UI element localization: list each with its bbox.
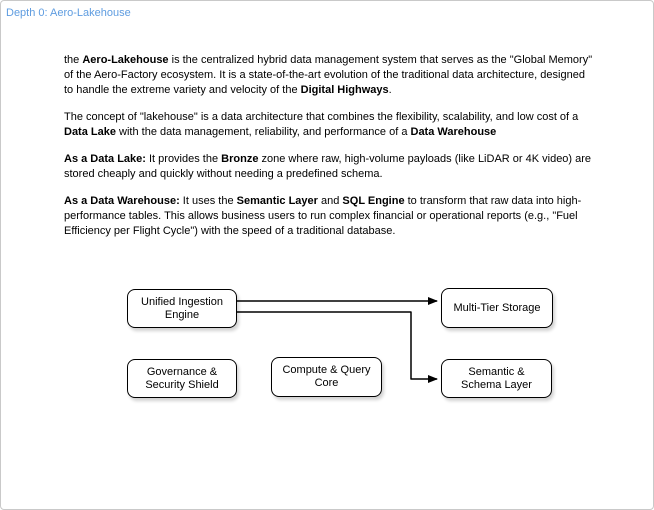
text-run-bold: Bronze [221, 153, 259, 165]
text-run: It uses the [179, 195, 237, 207]
node-multi-tier-storage: Multi-Tier Storage [441, 288, 553, 328]
paragraph-intro: the Aero-Lakehouse is the centralized hy… [64, 53, 595, 98]
document-body: the Aero-Lakehouse is the centralized hy… [64, 53, 595, 251]
text-run: with the data management, reliability, a… [115, 126, 411, 138]
text-run-bold: As a Data Lake: [64, 153, 146, 165]
paragraph-data-warehouse: As a Data Warehouse: It uses the Semanti… [64, 194, 595, 239]
text-run-bold: Data Warehouse [410, 126, 497, 138]
text-run-bold: Aero-Lakehouse [82, 54, 169, 66]
text-run-bold: As a Data Warehouse: [64, 195, 180, 207]
text-run: is the centralized hybrid data managemen… [64, 54, 593, 96]
text-run-bold: SQL Engine [342, 195, 405, 207]
text-run-bold: Semantic Layer [236, 195, 318, 207]
node-governance-security-shield: Governance & Security Shield [127, 359, 237, 398]
text-run: It provides the [145, 153, 222, 165]
text-run: The concept of "lakehouse" is a data arc… [64, 111, 579, 123]
paragraph-data-lake: As a Data Lake: It provides the Bronze z… [64, 152, 595, 182]
node-compute-query-core: Compute & Query Core [271, 357, 382, 397]
node-semantic-schema-layer: Semantic & Schema Layer [441, 359, 552, 398]
text-run: to transform that raw data into high-per… [64, 195, 582, 237]
text-run: and [317, 195, 343, 207]
text-run-bold: Digital Highways [300, 84, 389, 96]
node-unified-ingestion-engine: Unified Ingestion Engine [127, 289, 237, 328]
text-run-bold: Data Lake [64, 126, 116, 138]
breadcrumb[interactable]: Depth 0: Aero-Lakehouse [6, 7, 131, 19]
paragraph-lakehouse-concept: The concept of "lakehouse" is a data arc… [64, 110, 595, 140]
text-run: zone where raw, high-volume payloads (li… [64, 153, 592, 180]
text-run: the [64, 54, 83, 66]
text-run: . [388, 84, 392, 96]
